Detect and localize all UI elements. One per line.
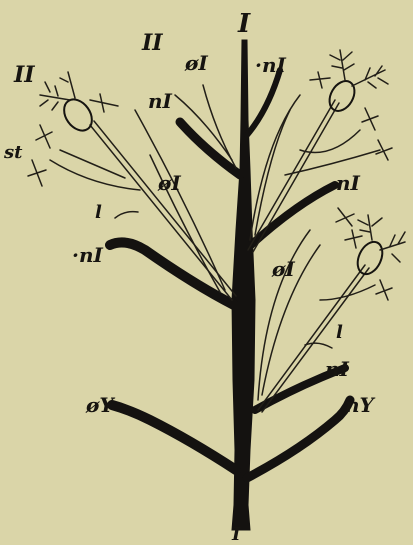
leaf-left-3 (60, 150, 125, 178)
bud-right-lower (353, 238, 387, 278)
leaf-left-l (115, 212, 138, 218)
label-right-oI: øI (271, 257, 295, 281)
label-second-order-left: II (13, 62, 35, 88)
label-left-st: st (3, 142, 23, 163)
label-bottom-right-nY: nY (345, 393, 376, 417)
tuft-right-upper-1 (330, 50, 354, 80)
label-left-l: l (95, 202, 102, 223)
cross-right-lower-2 (345, 230, 362, 248)
label-top-right-nI: ·nI (255, 53, 287, 77)
branch-bottom-left-oY (112, 405, 236, 470)
branch-mid-left-nI (110, 242, 234, 305)
label-second-order-top: II (141, 30, 163, 56)
cross-right-lower-3 (376, 280, 392, 300)
label-right-l: l (336, 322, 343, 343)
secondary-axis-right-upper (248, 100, 335, 250)
label-left-branch-top: øI (184, 51, 208, 75)
tuft-left (40, 72, 75, 110)
label-right-nI-lower: nI (325, 357, 350, 381)
label-right-nI-upper: nI (336, 171, 361, 195)
secondary-axis-right-lower (258, 265, 365, 410)
cross-left-mid (36, 125, 52, 148)
cross-right-upper-2 (362, 108, 378, 130)
leaf-right-upper-3 (300, 130, 360, 153)
label-left-oI: øI (157, 171, 181, 195)
branch-top-right-nI (247, 70, 280, 135)
cross-right-upper-1 (310, 72, 330, 88)
cross-left-low (28, 160, 46, 186)
label-mid-left-nI: ·nI (72, 243, 104, 267)
label-bottom-left-oY: øY (85, 393, 115, 417)
label-upper-left-nI: nI (148, 89, 173, 113)
leaf-right-lower-l (305, 343, 332, 348)
label-main-axis-top: I (237, 9, 251, 39)
cross-right-lower-1 (336, 208, 354, 226)
leaf-left-1 (135, 110, 225, 290)
main-axis (232, 40, 255, 530)
cross-left-top (90, 94, 118, 112)
label-main-axis-bottom: I (231, 524, 241, 545)
secondary-axis-right-upper-edge (253, 103, 339, 252)
secondary-axis-left-edge (94, 121, 236, 296)
tuft-right-upper-2 (352, 66, 388, 88)
